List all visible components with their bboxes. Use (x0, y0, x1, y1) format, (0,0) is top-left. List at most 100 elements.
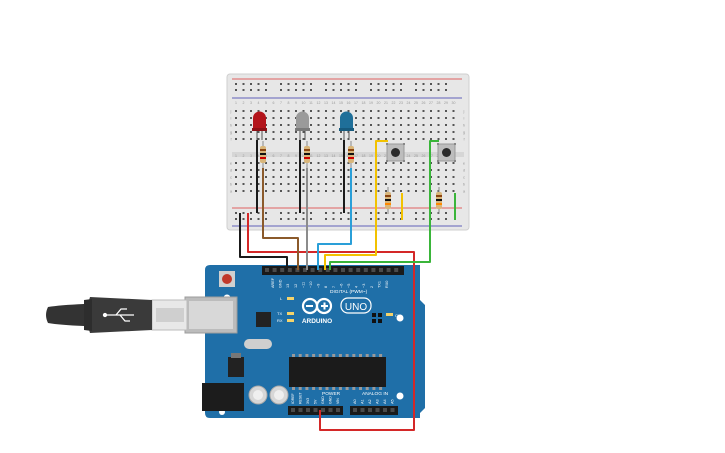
usb-symbol-icon (102, 308, 134, 322)
breadboard-column-number: 26 (422, 154, 426, 158)
red-wire-top (247, 213, 415, 431)
breadboard-column-number: 5 (265, 101, 267, 105)
red-led[interactable] (252, 111, 267, 141)
digital-pin-label: 12 (294, 284, 298, 288)
digital-pin-label: 2 (370, 286, 374, 288)
breadboard-column-number: 9 (295, 101, 297, 105)
power-pin-label: IOREF (291, 393, 295, 404)
power-pin-label: 5V (314, 399, 318, 404)
black-wire (239, 213, 288, 270)
breadboard-row-letter: b (230, 182, 233, 187)
breadboard-row-letter: f (463, 137, 465, 142)
power-pin-label: RESET (299, 391, 303, 404)
breadboard-column-number: 7 (280, 101, 282, 105)
digital-pin-label: AREF (271, 277, 275, 288)
analog-pin-label: A4 (383, 399, 387, 404)
arduino-logo (301, 297, 333, 315)
push-button-2[interactable] (437, 143, 456, 162)
push-button-1[interactable] (386, 143, 405, 162)
digital-pin-label: ~5 (347, 284, 351, 288)
breadboard-column-number: 18 (362, 101, 366, 105)
breadboard-column-number: 17 (354, 101, 358, 105)
l-led-label: L (280, 296, 283, 301)
digital-pin-label: 13 (286, 284, 290, 288)
breadboard-row-letter: c (463, 175, 465, 180)
breadboard-column-number: 24 (407, 154, 411, 158)
power-jack (202, 383, 244, 411)
analog-pin-label: A3 (376, 399, 380, 404)
breadboard-row-letter: a (463, 189, 466, 194)
resistor-4[interactable] (385, 187, 391, 214)
rx-led-label: RX (277, 318, 283, 323)
breadboard-column-number: 11 (309, 154, 313, 158)
tx-led-label: TX (277, 311, 282, 316)
breadboard-column-number: 27 (429, 154, 433, 158)
breadboard-column-number: 4 (258, 154, 260, 158)
breadboard-column-number: 17 (354, 154, 358, 158)
breadboard-column-number: 29 (444, 101, 448, 105)
brand-label: ARDUINO (302, 318, 332, 325)
breadboard-row-letter: i (464, 116, 465, 121)
breadboard-column-number: 7 (280, 154, 282, 158)
breadboard-column-number: 24 (407, 101, 411, 105)
resistor-2[interactable] (304, 141, 310, 168)
digital-pin-label: ~9 (317, 284, 321, 288)
power-label: POWER (322, 391, 341, 397)
breadboard-column-number: 30 (452, 101, 456, 105)
breadboard-row-letter: h (463, 123, 465, 128)
breadboard-column-number: 27 (429, 101, 433, 105)
power-pin-label: GND (321, 396, 325, 404)
breadboard-row-letter: g (230, 130, 232, 135)
breadboard-column-number: 11 (309, 101, 313, 105)
breadboard-column-number: 28 (437, 101, 441, 105)
breadboard-column-number: 8 (288, 154, 290, 158)
breadboard-row-letter: e (463, 161, 466, 166)
analog-pin-label: A2 (368, 399, 372, 404)
breadboard-row-letter: c (230, 175, 232, 180)
breadboard-row-letter: g (463, 130, 465, 135)
digital-pin-label: ~6 (339, 284, 343, 288)
analog-pin-label: A0 (353, 399, 357, 404)
breadboard-column-number: 9 (295, 154, 297, 158)
white-led[interactable] (295, 111, 310, 141)
digital-pin-label: GND (279, 279, 283, 288)
breadboard-row-letter: f (230, 137, 232, 142)
breadboard-column-number: 13 (324, 101, 328, 105)
breadboard-row-letter: j (230, 109, 232, 114)
digital-pin-label: ~11 (301, 282, 305, 288)
breadboard-column-number: 2 (243, 101, 245, 105)
breadboard-column-number: 20 (377, 154, 381, 158)
resistor-5[interactable] (436, 187, 442, 214)
breadboard-column-number: 26 (422, 101, 426, 105)
breadboard-row-letter: e (230, 161, 233, 166)
power-pin-label: GND (329, 396, 333, 404)
analog-pin-label: A5 (391, 399, 395, 404)
arduino-uno-board[interactable]: UNO ARDUINO DIGITAL (PWM~) POWER ANALOG … (184, 265, 425, 418)
breadboard-row-letter: d (230, 168, 232, 173)
blue-led[interactable] (339, 111, 354, 141)
digital-pin-label: RX0 (385, 281, 389, 288)
yellow-wire (324, 140, 388, 270)
breadboard-column-number: 19 (369, 154, 373, 158)
resistor-3[interactable] (348, 141, 354, 168)
power-pin-label: 3V3 (306, 398, 310, 404)
resistor-1[interactable] (260, 141, 266, 168)
brown-wire (262, 168, 299, 270)
reset-button[interactable] (219, 271, 235, 287)
breadboard-column-number: 4 (258, 101, 260, 105)
breadboard-column-number: 14 (332, 154, 336, 158)
breadboard-row-letter: b (463, 182, 466, 187)
breadboard-column-number: 12 (317, 154, 321, 158)
breadboard-column-numbers: 1122334455667788991010111112121313141415… (235, 101, 455, 158)
breadboard-column-number: 6 (273, 154, 275, 158)
breadboard-column-number: 8 (288, 101, 290, 105)
breadboard-column-number: 15 (339, 101, 343, 105)
breadboard-column-number: 25 (414, 154, 418, 158)
digital-pin-label: 7 (332, 286, 336, 288)
breadboard-column-number: 12 (317, 101, 321, 105)
breadboard-row-letter: d (463, 168, 465, 173)
analog-pin-label: A1 (361, 399, 365, 404)
power-pin-label: VIN (336, 398, 340, 404)
breadboard-row-letter: j (463, 109, 465, 114)
breadboard-column-number: 23 (399, 101, 403, 105)
